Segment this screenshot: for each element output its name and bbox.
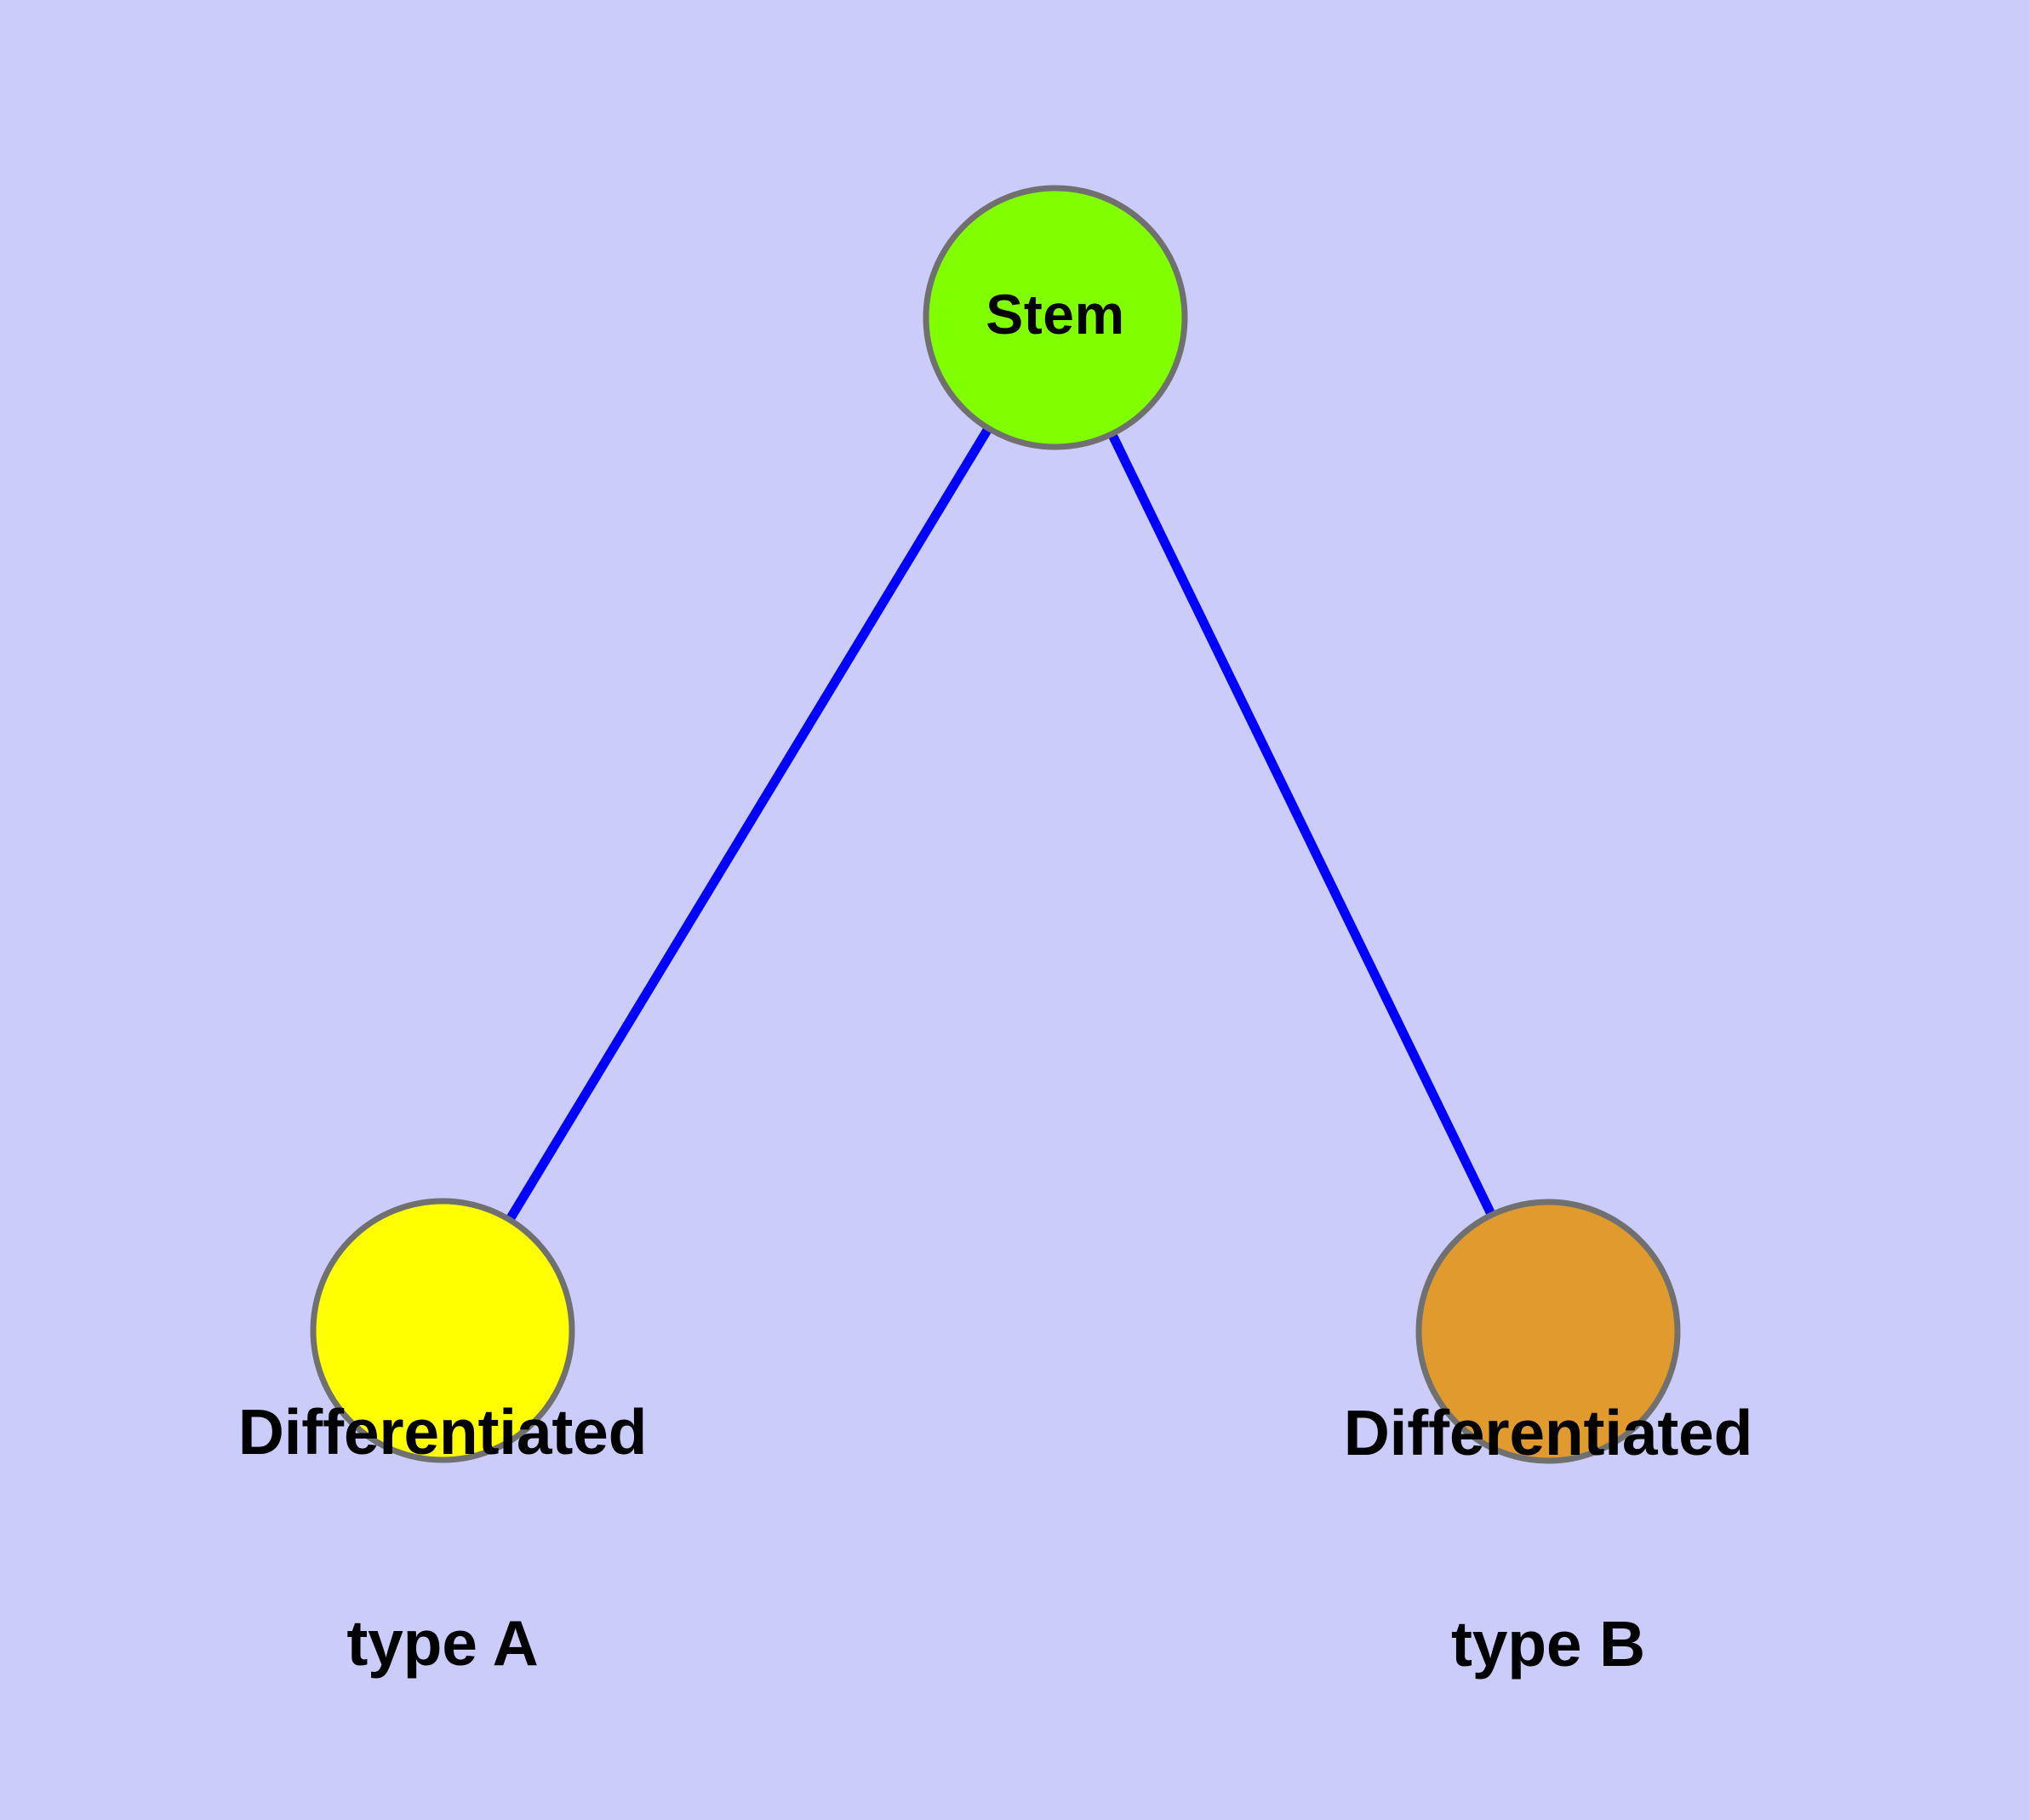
edge-stem-to-differentiated-type-a[interactable] bbox=[438, 315, 1060, 1333]
node-circle-differentiated-type-b[interactable] bbox=[1415, 1199, 1681, 1464]
edge-layer bbox=[438, 315, 1552, 1334]
node-circle-stem[interactable] bbox=[923, 185, 1188, 450]
node-layer bbox=[310, 185, 1681, 1464]
edge-stem-to-differentiated-type-b[interactable] bbox=[1051, 315, 1552, 1334]
node-circle-differentiated-type-a[interactable] bbox=[310, 1198, 575, 1463]
